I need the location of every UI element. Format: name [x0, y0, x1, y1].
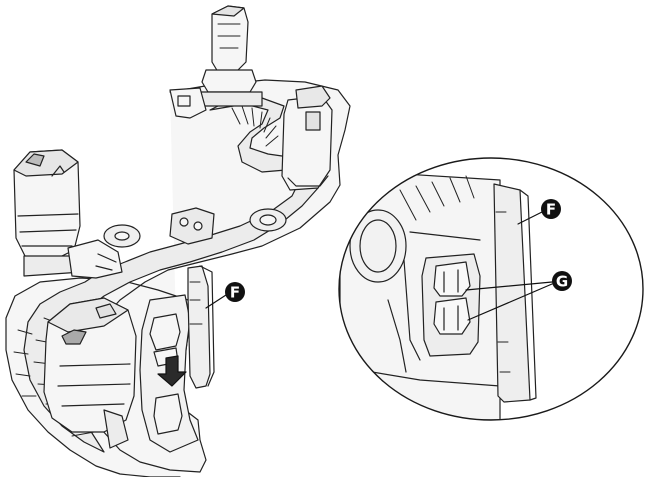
panel-f — [188, 266, 214, 388]
detail-knob — [350, 210, 406, 282]
callout-f-main: F — [225, 282, 245, 302]
center-latch-pin-2 — [194, 222, 202, 230]
callout-g-detail: G — [552, 271, 572, 291]
leader-line-f-main — [206, 295, 226, 308]
top-cartridge-base — [196, 92, 262, 106]
panel-f-face — [188, 266, 210, 388]
callout-g-detail-label: G — [556, 273, 568, 291]
lower-clip-3 — [154, 394, 182, 434]
detail-clip-upper — [434, 262, 470, 296]
center-latch-pin-1 — [180, 218, 188, 226]
top-bracket-tab — [178, 96, 190, 106]
right-tower — [282, 86, 332, 190]
center-latch — [170, 208, 214, 244]
lower-clip-1 — [150, 314, 180, 350]
callout-f-main-label: F — [230, 284, 240, 302]
detail-clip-lower — [434, 298, 470, 334]
left-cartridge — [14, 150, 122, 278]
callout-f-detail: F — [541, 199, 561, 219]
base-socket-1-inner — [260, 215, 276, 225]
top-cartridge — [170, 6, 262, 118]
callout-f-detail-label: F — [546, 201, 556, 219]
detail-magnifier — [339, 158, 643, 420]
top-cartridge-collar — [202, 70, 256, 92]
base-socket-2-inner — [115, 232, 129, 240]
